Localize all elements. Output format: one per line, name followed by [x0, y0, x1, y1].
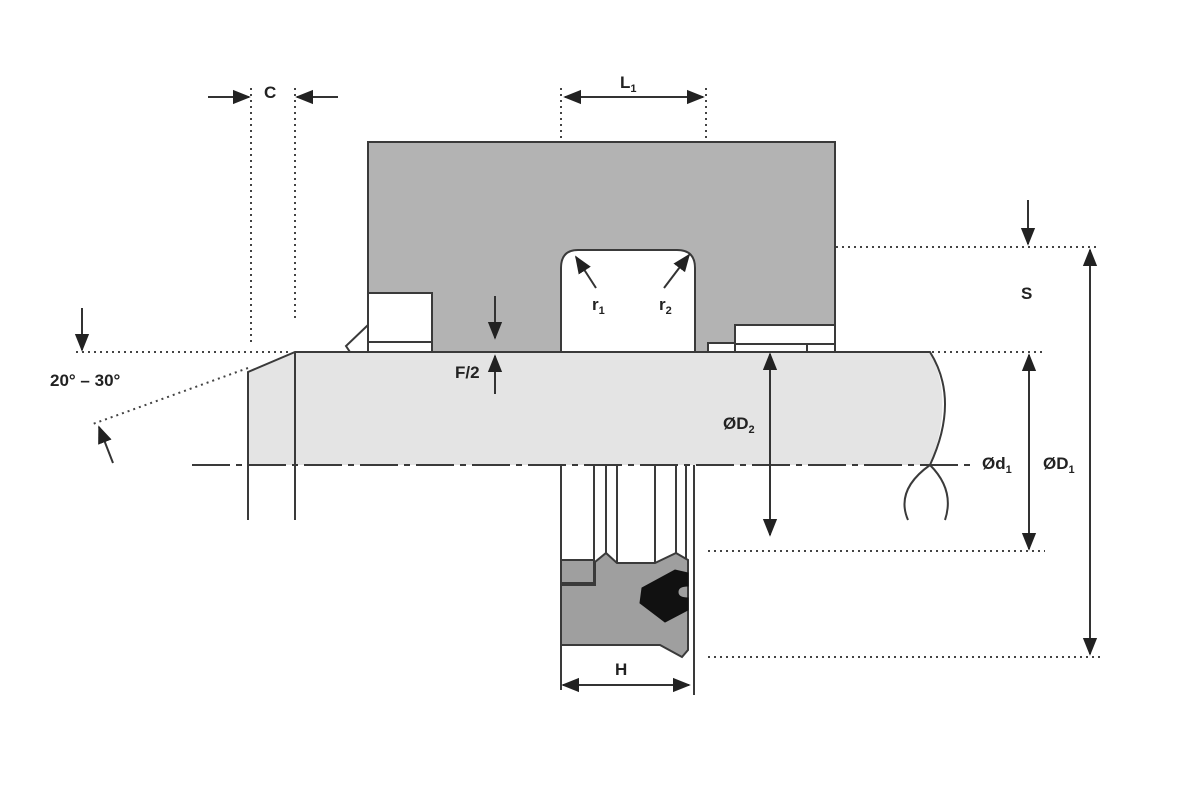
label-r1: r1	[592, 295, 605, 317]
extension-lines	[76, 88, 1100, 658]
label-D1-bore: ØD1	[1043, 454, 1075, 476]
seal-body	[560, 551, 689, 659]
housing	[367, 141, 836, 353]
label-r2: r2	[659, 295, 672, 317]
housing-lead-in	[344, 292, 433, 353]
rod	[247, 351, 949, 521]
guide-band	[734, 324, 836, 353]
label-c: C	[264, 83, 277, 102]
label-h: H	[615, 660, 628, 679]
label-d2: ØD2	[723, 414, 755, 436]
label-s: S	[1021, 284, 1033, 303]
label-chamfer-angle: 20° – 30°	[50, 371, 121, 390]
label-d1-rod: Ød1	[982, 454, 1012, 476]
label-f2: F/2	[455, 363, 480, 382]
label-l1: L1	[620, 73, 637, 95]
dimension-arrows	[74, 89, 1098, 693]
